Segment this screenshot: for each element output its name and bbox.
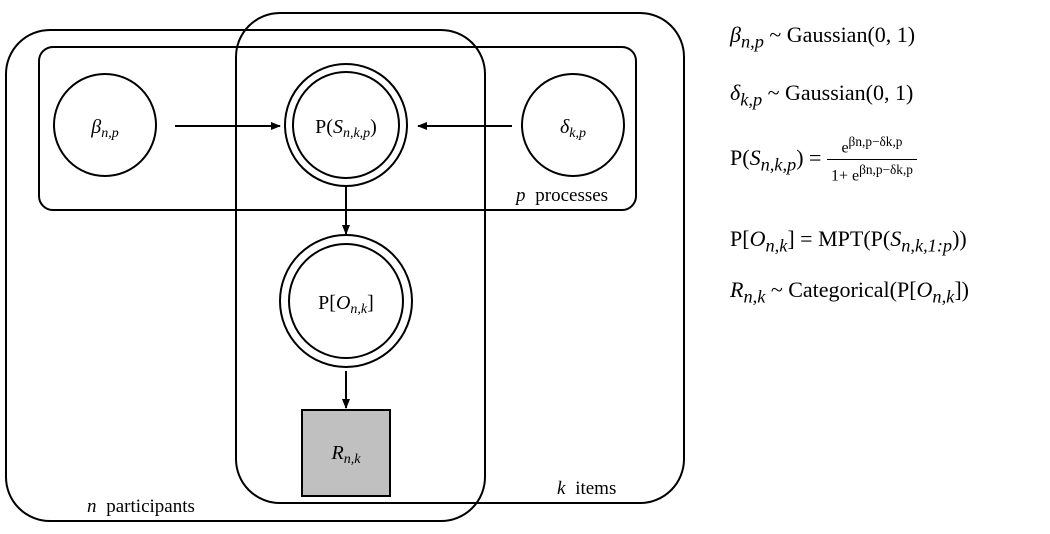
svg-text:δk,p: δk,p [560, 116, 586, 141]
node-p-o: P[On,k] [279, 234, 413, 368]
plate-label-participants: n participants [87, 496, 195, 517]
plate-items [235, 12, 685, 504]
graphical-model-diagram: n participants k items p processes βn,p … [5, 12, 685, 522]
logistic-fraction: eβn,p−δk,p 1+ eβn,p−δk,p [826, 134, 917, 186]
node-beta: βn,p [53, 73, 157, 177]
svg-text:βn,p: βn,p [90, 116, 118, 141]
plate-processes [38, 46, 637, 211]
equation-p-o-mpt: P[On,k] = MPT(P(Sn,k,1:p)) [730, 226, 967, 256]
plate-label-processes: p processes [514, 185, 608, 206]
equation-p-s-logistic: P(Sn,k,p) = eβn,p−δk,p 1+ eβn,p−δk,p [730, 134, 917, 186]
plate-label-items: k items [557, 478, 616, 499]
node-p-s: P(Sn,k,p) [284, 63, 408, 187]
equation-beta-prior: βn,p ~ Gaussian(0, 1) [730, 22, 916, 52]
equation-delta-prior: δk,p ~ Gaussian(0, 1) [730, 80, 914, 110]
equation-r-categorical: Rn,k ~ Categorical(P[On,k]) [730, 277, 969, 307]
svg-text:P[On,k]: P[On,k] [318, 292, 374, 317]
node-delta: δk,p [521, 73, 625, 177]
svg-text:Rn,k: Rn,k [331, 442, 362, 467]
node-r-observed: Rn,k [301, 409, 391, 497]
svg-text:P(Sn,k,p): P(Sn,k,p) [315, 116, 377, 141]
